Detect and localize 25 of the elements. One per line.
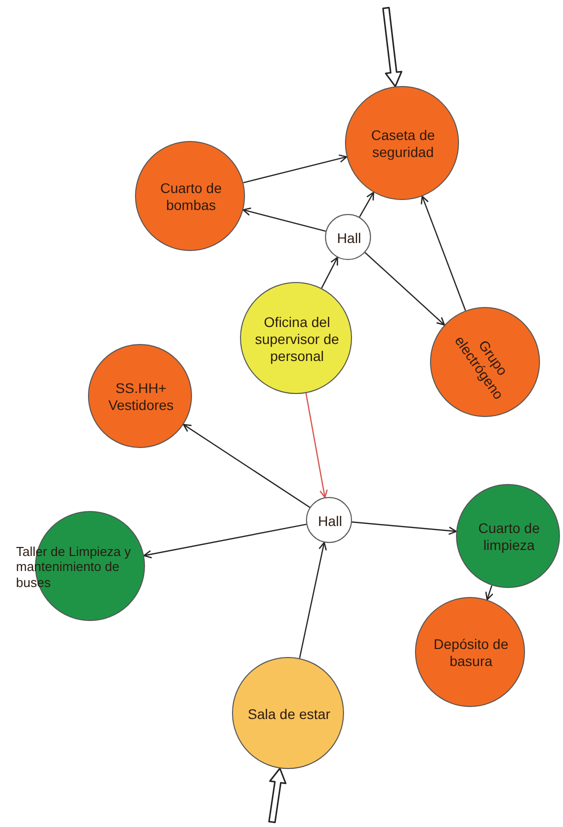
arrow (243, 154, 348, 184)
node-label: Depósito de basura (432, 636, 510, 670)
node-label: SS.HH+ Vestidores (107, 380, 175, 414)
arrow (382, 6, 402, 88)
node-label: Caseta de seguridad (370, 127, 436, 161)
node-label: Hall (336, 230, 362, 246)
arrow (364, 252, 446, 326)
arrow (352, 521, 457, 535)
node-label: Oficina del supervisor de personal (254, 314, 340, 364)
node-label: Cuarto de bombas (159, 180, 223, 214)
arrow (321, 256, 338, 288)
arrow (268, 768, 286, 824)
node-label: Cuarto de limpieza (477, 520, 541, 554)
hall-circle (306, 497, 352, 543)
node-label: Hall (316, 512, 344, 530)
hall-circle (325, 214, 371, 260)
arrow (358, 192, 374, 218)
arrow (182, 424, 310, 508)
arrow (420, 196, 466, 311)
arrow (143, 524, 307, 558)
arrow (485, 585, 494, 600)
node-label: Sala de estar (246, 706, 332, 722)
arrow (305, 393, 328, 498)
arrow (299, 542, 327, 658)
arrow (242, 208, 326, 232)
